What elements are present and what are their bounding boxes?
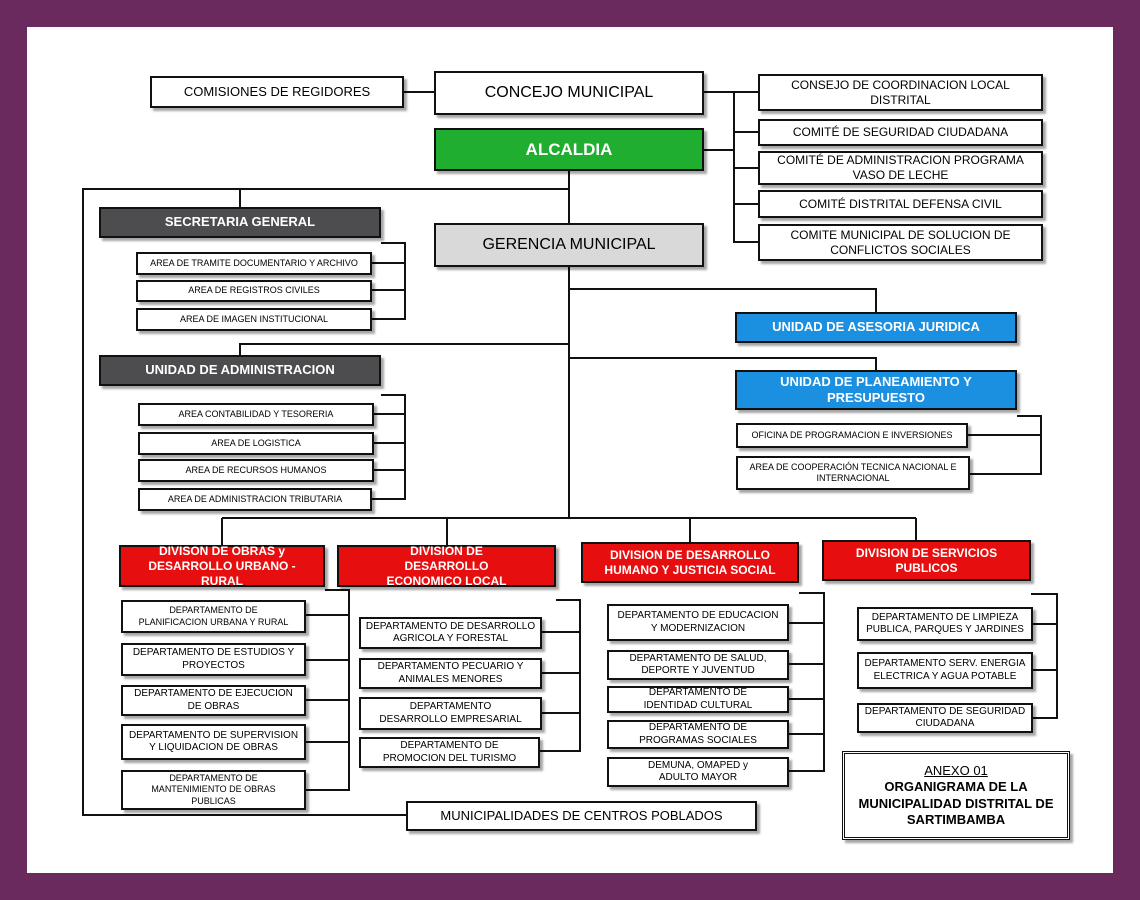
planeamiento-area-box: AREA DE COOPERACIÓN TECNICA NACIONAL E I… [736, 456, 970, 490]
secretaria-general-box: SECRETARIA GENERAL [99, 207, 381, 238]
concejo-municipal-box: CONCEJO MUNICIPAL [434, 71, 704, 115]
department-box: DEPARTAMENTO DE IDENTIDAD CULTURAL [607, 686, 789, 713]
comisiones-box: COMISIONES DE REGIDORES [150, 76, 404, 108]
secretaria-area-box: AREA DE REGISTROS CIVILES [136, 280, 372, 302]
department-box: DEPARTAMENTO DE SEGURIDAD CIUDADANA [857, 703, 1033, 733]
department-box: DEPARTAMENTO SERV. ENERGIA ELECTRICA Y A… [857, 652, 1033, 689]
department-box: DEPARTAMENTO DE DESARROLLO AGRICOLA Y FO… [359, 617, 542, 649]
department-box: DEPARTAMENTO DE PROMOCION DEL TURISMO [359, 737, 540, 768]
administracion-area-box: AREA DE ADMINISTRACION TRIBUTARIA [138, 488, 372, 511]
alcaldia-box: ALCALDIA [434, 128, 704, 171]
division-economico-box: DIVISION DE DESARROLLO ECONOMICO LOCAL [337, 544, 556, 588]
department-box: DEPARTAMENTO DE LIMPIEZA PUBLICA, PARQUE… [857, 607, 1033, 641]
council-box: CONSEJO DE COORDINACION LOCAL DISTRITAL [758, 74, 1043, 111]
division-humano-box: DIVISION DE DESARROLLO HUMANO Y JUSTICIA… [581, 542, 799, 583]
centros-poblados-box: MUNICIPALIDADES DE CENTROS POBLADOS [406, 801, 757, 831]
planeamiento-box: UNIDAD DE PLANEAMIENTO Y PRESUPUESTO [735, 370, 1017, 410]
annex-title: ORGANIGRAMA DE LA MUNICIPALIDAD DISTRITA… [858, 779, 1054, 827]
administracion-area-box: AREA DE LOGISTICA [138, 432, 374, 455]
department-box: DEPARTAMENTO DE SALUD, DEPORTE Y JUVENTU… [607, 650, 789, 680]
planeamiento-area-box: OFICINA DE PROGRAMACION E INVERSIONES [736, 423, 968, 448]
division-servicios-box: DIVISION DE SERVICIOS PUBLICOS [822, 540, 1031, 581]
unidad-administracion-box: UNIDAD DE ADMINISTRACION [99, 355, 381, 386]
administracion-area-box: AREA DE RECURSOS HUMANOS [138, 459, 374, 482]
department-box: DEPARTAMENTO PECUARIO Y ANIMALES MENORES [359, 658, 542, 689]
council-box: COMITÉ DE ADMINISTRACION PROGRAMA VASO D… [758, 151, 1043, 185]
council-box: COMITÉ DE SEGURIDAD CIUDADANA [758, 119, 1043, 146]
administracion-area-box: AREA CONTABILIDAD Y TESORERIA [138, 403, 374, 426]
department-box: DEPARTAMENTO DE SUPERVISION Y LIQUIDACIO… [121, 724, 306, 760]
department-box: DEPARTAMENTO DE ESTUDIOS Y PROYECTOS [121, 643, 306, 676]
secretaria-area-box: AREA DE TRAMITE DOCUMENTARIO Y ARCHIVO [136, 252, 372, 275]
annex-box: ANEXO 01 ORGANIGRAMA DE LA MUNICIPALIDAD… [842, 751, 1070, 840]
department-box: DEPARTAMENTO DE PLANIFICACION URBANA Y R… [121, 600, 306, 633]
asesoria-juridica-box: UNIDAD DE ASESORIA JURIDICA [735, 312, 1017, 343]
department-box: DEPARTAMENTO DE EDUCACION Y MODERNIZACIO… [607, 604, 789, 641]
department-box: DEMUNA, OMAPED y ADULTO MAYOR [607, 757, 789, 787]
council-box: COMITÉ DISTRITAL DEFENSA CIVIL [758, 190, 1043, 218]
department-box: DEPARTAMENTO DE MANTENIMIENTO DE OBRAS P… [121, 770, 306, 810]
division-obras-box: DIVISON DE OBRAS y DESARROLLO URBANO - R… [119, 544, 325, 588]
secretaria-area-box: AREA DE IMAGEN INSTITUCIONAL [136, 308, 372, 331]
department-box: DEPARTAMENTO DE EJECUCION DE OBRAS [121, 685, 306, 716]
annex-label: ANEXO 01 [924, 763, 988, 778]
council-box: COMITE MUNICIPAL DE SOLUCION DE CONFLICT… [758, 224, 1043, 261]
department-box: DEPARTAMENTO DESARROLLO EMPRESARIAL [359, 697, 542, 730]
gerencia-municipal-box: GERENCIA MUNICIPAL [434, 223, 704, 267]
department-box: DEPARTAMENTO DE PROGRAMAS SOCIALES [607, 720, 789, 749]
